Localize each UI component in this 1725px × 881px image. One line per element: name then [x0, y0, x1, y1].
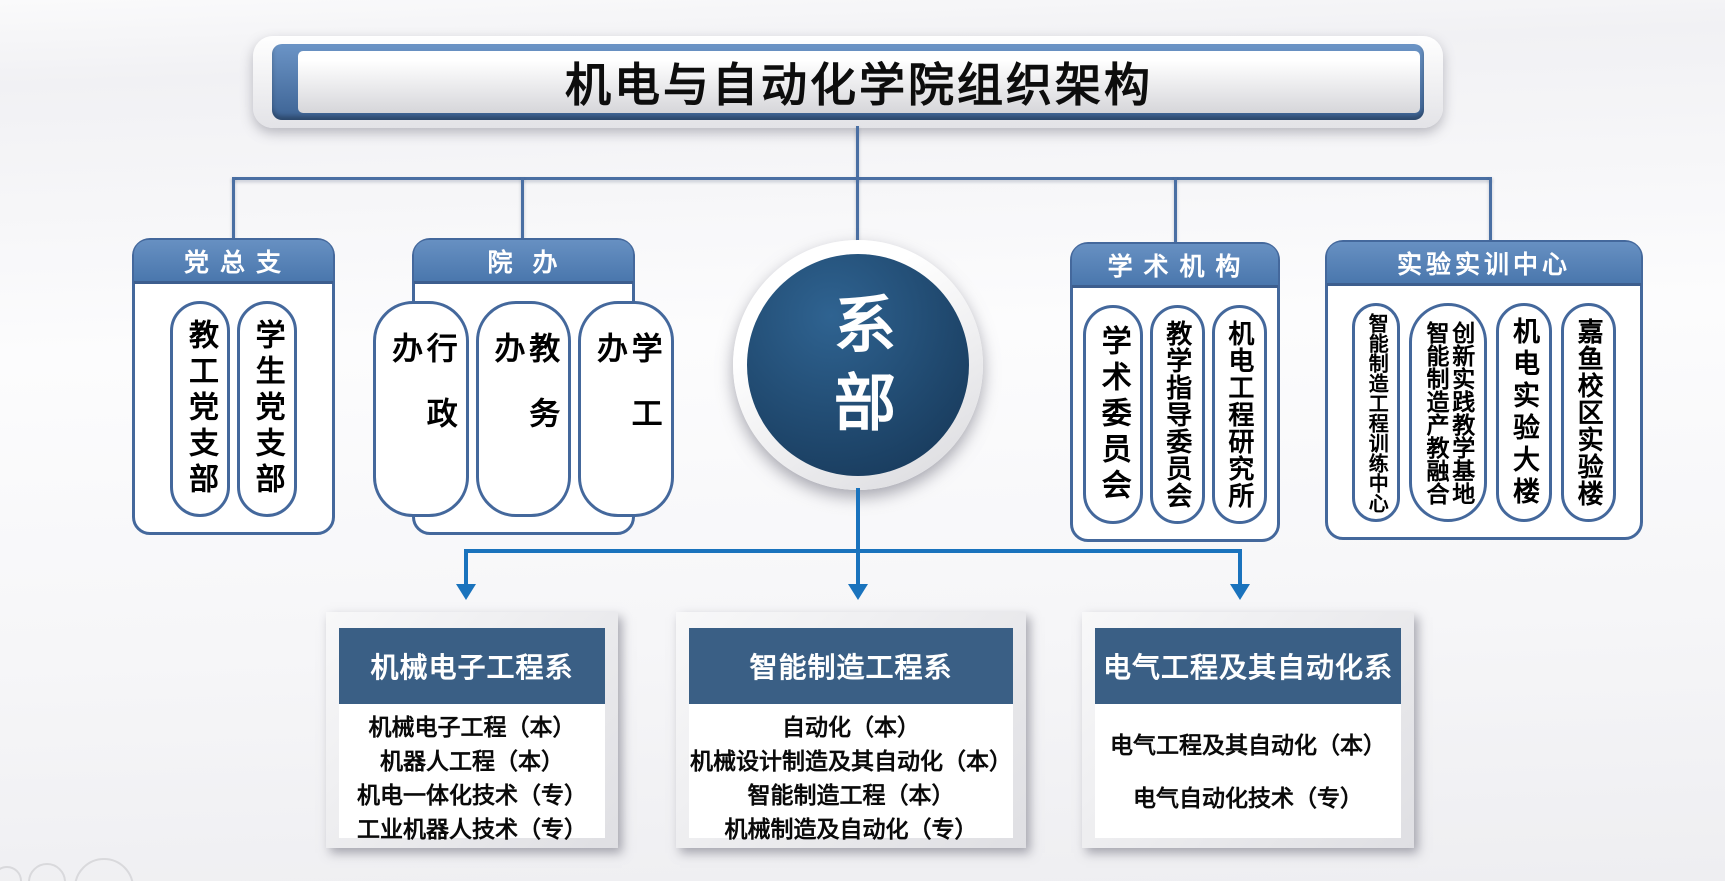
department-header: 电气工程及其自动化系 — [1095, 628, 1401, 704]
program-list: 电气工程及其自动化（本） 电气自动化技术（专） — [1086, 716, 1410, 822]
org-pill: 教工党支部 — [170, 301, 230, 517]
decorative-circle — [28, 863, 66, 881]
connector-line — [1238, 549, 1242, 585]
pill-row: 智能制造工程训练中心 创新实践教学基地 智能制造产教融合 机电实验大楼 嘉鱼校区… — [1334, 303, 1634, 522]
pill-label: 教务办 — [489, 332, 560, 462]
pill-row: 教工党支部 学生党支部 — [141, 301, 326, 517]
org-pill: 智能制造工程训练中心 — [1351, 303, 1401, 522]
decorative-circle — [0, 866, 22, 881]
group-header: 实验实训中心 — [1327, 242, 1641, 286]
connector-line — [232, 177, 1492, 180]
org-group-labs: 实验实训中心 智能制造工程训练中心 创新实践教学基地 智能制造产教融合 机电实验… — [1325, 240, 1643, 540]
program-item: 工业机器人技术（专） — [357, 816, 587, 842]
org-pill: 创新实践教学基地 智能制造产教融合 — [1409, 303, 1487, 522]
center-node: 系部 — [747, 254, 969, 476]
department-card-intelligent-manufacturing: 智能制造工程系 自动化（本） 机械设计制造及其自动化（本） 智能制造工程（本） … — [676, 612, 1026, 848]
org-pill: 学工办 — [578, 301, 674, 517]
group-header: 党 总 支 — [134, 240, 333, 284]
org-group-academic: 学 术 机 构 学术委员会 教学指导委员会 机电工程研究所 — [1070, 242, 1280, 542]
org-group-party: 党 总 支 教工党支部 学生党支部 — [132, 238, 335, 535]
program-item: 机械电子工程（本） — [368, 714, 576, 740]
pill-label: 创新实践教学基地 智能制造产教融合 — [1423, 320, 1475, 505]
connector-line — [1489, 177, 1492, 242]
department-card-mechatronics: 机械电子工程系 机械电子工程（本） 机器人工程（本） 机电一体化技术（专） 工业… — [326, 612, 618, 848]
org-pill: 学术委员会 — [1083, 305, 1143, 524]
program-item: 机电一体化技术（专） — [357, 782, 587, 808]
group-header: 学 术 机 构 — [1072, 244, 1278, 288]
program-item: 机械制造及自动化（专） — [724, 816, 978, 842]
org-pill: 嘉鱼校区实验楼 — [1561, 303, 1617, 522]
decorative-circle — [74, 858, 134, 881]
pill-label: 学术委员会 — [1096, 324, 1130, 505]
pill-label: 行政办 — [387, 332, 457, 462]
pill-label: 教学指导委员会 — [1162, 320, 1193, 509]
page-title: 机电与自动化学院组织架构 — [565, 59, 1153, 111]
program-item: 智能制造工程（本） — [747, 782, 955, 808]
org-pill: 教学指导委员会 — [1149, 305, 1205, 524]
program-list: 机械电子工程（本） 机器人工程（本） 机电一体化技术（专） 工业机器人技术（专） — [330, 708, 614, 842]
program-item: 电气工程及其自动化（本） — [1110, 731, 1386, 758]
pill-label: 智能制造工程训练中心 — [1365, 312, 1388, 513]
pill-label: 嘉鱼校区实验楼 — [1574, 318, 1605, 507]
pill-row: 学术委员会 教学指导委员会 机电工程研究所 — [1079, 305, 1271, 524]
program-item: 机械设计制造及其自动化（本） — [690, 748, 1012, 774]
program-item: 电气自动化技术（专） — [1133, 784, 1363, 811]
pill-label: 机电实验大楼 — [1509, 316, 1539, 509]
pill-row: 行政办 教务办 学工办 — [373, 301, 674, 517]
connector-line — [521, 177, 524, 240]
arrow-head — [848, 584, 868, 600]
connector-line — [856, 553, 860, 585]
org-group-office: 院 办 行政办 教务办 学工办 — [373, 238, 674, 535]
pill-label: 机电工程研究所 — [1224, 320, 1255, 509]
pill-label: 教工党支部 — [184, 319, 217, 499]
connector-line — [856, 126, 859, 179]
org-pill: 机电实验大楼 — [1495, 303, 1552, 522]
program-list: 自动化（本） 机械设计制造及其自动化（本） 智能制造工程（本） 机械制造及自动化… — [680, 708, 1022, 842]
org-pill: 行政办 — [373, 301, 469, 517]
arrow-head — [1230, 584, 1250, 600]
connector-line — [232, 177, 235, 240]
org-pill: 教务办 — [475, 301, 572, 517]
connector-line — [856, 488, 860, 551]
connector-line — [856, 177, 859, 243]
department-card-electrical: 电气工程及其自动化系 电气工程及其自动化（本） 电气自动化技术（专） — [1082, 612, 1414, 848]
org-pill: 学生党支部 — [237, 301, 297, 517]
pill-label: 学生党支部 — [250, 319, 284, 499]
org-pill: 机电工程研究所 — [1211, 305, 1267, 524]
title-banner-panel: 机电与自动化学院组织架构 — [298, 51, 1420, 113]
pill-label: 学工办 — [591, 332, 662, 462]
department-header: 机械电子工程系 — [339, 628, 605, 704]
department-header: 智能制造工程系 — [689, 628, 1013, 704]
group-header: 院 办 — [414, 240, 633, 284]
arrow-head — [456, 584, 476, 600]
connector-line — [464, 549, 1242, 553]
connector-line — [464, 549, 468, 585]
connector-line — [1174, 177, 1177, 244]
program-item: 自动化（本） — [782, 714, 920, 740]
program-item: 机器人工程（本） — [380, 748, 564, 774]
center-node-label: 系部 — [824, 292, 893, 448]
